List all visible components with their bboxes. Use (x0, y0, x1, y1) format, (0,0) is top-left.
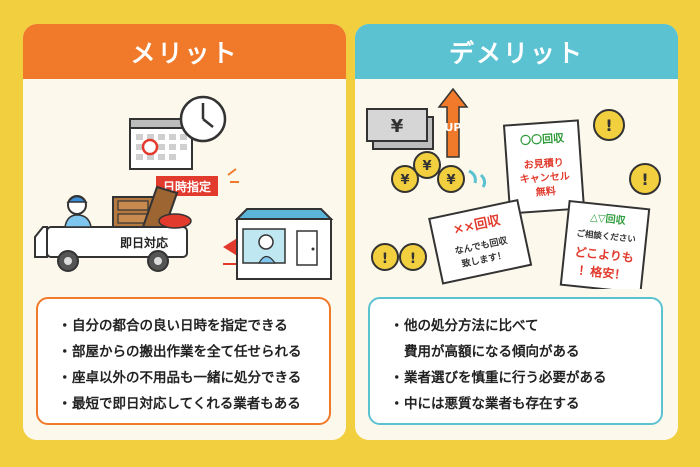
flyer-text: キャンセル (519, 170, 570, 185)
date-tag-label: 日時指定 (163, 179, 211, 194)
coin-yen: ¥ (400, 173, 409, 188)
demerit-panel: デメリット ¥ ¥ ¥ ¥ UP (355, 24, 678, 440)
demerit-title: デメリット (448, 38, 584, 68)
demerit-item-continuation: 費用が高額になる傾向がある (390, 339, 661, 365)
demerit-list-box: ・他の処分方法に比べて 費用が高額になる傾向がある ・業者選びを慎重に行う必要が… (368, 297, 663, 425)
demerit-body: ¥ ¥ ¥ ¥ UP ! (355, 79, 678, 440)
coin-yen: ¥ (422, 159, 431, 174)
coins-icon: ¥ ¥ ¥ (391, 151, 487, 193)
merit-list: ・自分の都合の良い日時を指定できる ・部屋からの搬出作業を全て任せられる ・座卓… (38, 299, 329, 417)
demerit-item: ・業者選びを慎重に行う必要がある (390, 370, 607, 386)
svg-text:!: ! (410, 251, 416, 267)
demerit-item-text: 業者選びを慎重に行う必要がある (404, 370, 607, 386)
demerit-item-text: 費用が高額になる傾向がある (404, 344, 580, 360)
banknotes-icon: ¥ (366, 108, 434, 150)
merit-item: ・自分の都合の良い日時を指定できる (58, 318, 288, 334)
demerit-list: ・他の処分方法に比べて 費用が高額になる傾向がある ・業者選びを慎重に行う必要が… (370, 299, 661, 417)
merit-item: ・最短で即日対応してくれる業者もある (58, 396, 301, 412)
truck-illustration: 即日対応 (34, 185, 192, 272)
svg-text:!: ! (382, 251, 388, 267)
flyer-text: お見積り (523, 156, 564, 172)
coin-yen: ¥ (446, 173, 455, 188)
flyer-text: 無料 (535, 184, 556, 198)
demerit-item: ・他の処分方法に比べて (390, 318, 539, 334)
house-illustration (234, 208, 334, 280)
flyer-title: △▽回収 (590, 211, 627, 227)
flyer-text: どこよりも (574, 245, 635, 265)
merit-list-box: ・自分の都合の良い日時を指定できる ・部屋からの搬出作業を全て任せられる ・座卓… (36, 297, 331, 425)
warning-icon: ! (593, 109, 625, 141)
demerit-illustration: ¥ ¥ ¥ ¥ UP ! (366, 87, 661, 289)
flyer-text: ！格安！ (578, 262, 627, 282)
merit-item: ・座卓以外の不用品も一緒に処分できる (58, 370, 302, 386)
merit-body: 日時指定 即日対応 (23, 79, 346, 440)
flyer-anything: ××回収 なんでも回収 致します！ (428, 198, 533, 285)
warning-icon: ! (629, 163, 661, 195)
demerit-item: ・中には悪質な業者も存在する (390, 396, 580, 412)
merit-header: メリット (23, 24, 346, 79)
merit-illustration: 日時指定 即日対応 (34, 95, 334, 280)
merit-item-text: 自分の都合の良い日時を指定できる (72, 318, 288, 334)
flyer-estimate: 〇〇回収 お見積り キャンセル 無料 (502, 119, 586, 215)
warning-icon: ! ! (371, 243, 427, 271)
demerit-item-text: 他の処分方法に比べて (404, 318, 539, 334)
merit-item-text: 座卓以外の不用品も一緒に処分できる (72, 370, 302, 386)
merit-item-text: 部屋からの搬出作業を全て任せられる (72, 344, 302, 360)
svg-text:!: ! (641, 170, 648, 189)
demerit-header: デメリット (355, 24, 678, 79)
up-label: UP (445, 121, 462, 134)
merit-title: メリット (130, 38, 239, 68)
merit-item: ・部屋からの搬出作業を全て任せられる (58, 344, 302, 360)
up-arrow-icon: UP (437, 87, 469, 158)
svg-text:!: ! (605, 116, 612, 135)
flyer-cheap: △▽回収 ご相談ください どこよりも ！格安！ (559, 199, 651, 289)
truck-label: 即日対応 (120, 235, 168, 250)
flyer-title: 〇〇回収 (520, 130, 566, 147)
clock-icon (179, 95, 227, 143)
merit-panel: メリット 日時指定 (23, 24, 346, 440)
demerit-item-text: 中には悪質な業者も存在する (404, 396, 580, 412)
banknote-yen: ¥ (391, 116, 404, 137)
merit-item-text: 最短で即日対応してくれる業者もある (72, 396, 301, 412)
